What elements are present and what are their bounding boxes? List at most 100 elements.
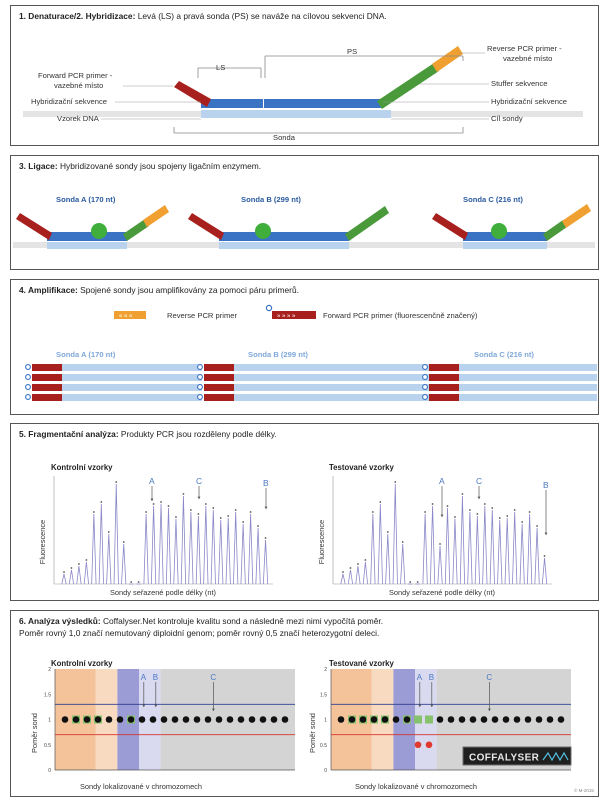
peak-label-mark [454, 516, 456, 518]
peak-label-mark [160, 501, 162, 503]
electropherograms: Kontrolní vzorky Testované vzorky Fluore… [38, 463, 552, 597]
svg-text:» » » »: » » » » [277, 314, 296, 320]
svg-text:« « «: « « « [119, 314, 133, 320]
ratio-point [524, 716, 532, 723]
panel-subtitle: Poměr rovný 1,0 značí nemutovaný diploid… [19, 628, 380, 638]
fwd-primer-segment [429, 384, 459, 391]
peak-label-mark [264, 537, 267, 539]
peak-label-mark [543, 555, 546, 557]
peak-label-mark [521, 521, 524, 523]
left-ylabel: Fluorescence [38, 520, 47, 564]
fwd-primer-segment [204, 364, 234, 371]
fwd-primer-segment [32, 374, 62, 381]
ratio-point-square [414, 715, 422, 724]
ligase-icon [491, 223, 507, 239]
ratio-point [248, 716, 256, 723]
ratio-point [502, 716, 510, 723]
ratio-point [546, 716, 554, 723]
ratio-point [436, 716, 444, 723]
y-tick-label: 2 [324, 667, 327, 673]
ratio-point [116, 716, 124, 723]
peak [519, 523, 525, 585]
ratio-point [61, 716, 69, 723]
amplicon-strand [62, 394, 202, 401]
y-tick-label: 1.5 [320, 692, 327, 698]
ligase-icon [91, 223, 107, 239]
peak-label-mark [242, 521, 245, 523]
ligation-diagram: Sonda A (170 nt) Sonda B (299 nt) Sonda … [13, 195, 595, 249]
peak-label-mark [92, 511, 95, 513]
right-peaks [340, 481, 548, 585]
peak-label-mark [349, 567, 352, 569]
ratio-point [204, 716, 212, 723]
fwd-primer-label-1: Forward PCR primer - [38, 71, 113, 80]
peak-label-mark [371, 511, 374, 513]
fluor-tag-icon [422, 364, 428, 370]
peak-label-mark [394, 481, 397, 483]
peak-label-mark [446, 505, 449, 507]
fluor-tag-icon [197, 384, 203, 390]
ratio-point [370, 716, 378, 723]
fluor-tag-icon [422, 374, 428, 380]
ratio-point [270, 716, 278, 723]
peak-label-mark [386, 531, 389, 533]
peak [91, 513, 97, 585]
peak-label-mark [122, 541, 125, 543]
marker-b-left: B [263, 478, 269, 488]
fwd-primer-legend-swatch [272, 311, 316, 319]
fluor-tag-icon [25, 384, 31, 390]
ratio-point [72, 716, 80, 723]
peak-label-mark [424, 511, 427, 513]
peak [158, 503, 164, 585]
peak-label-mark [401, 541, 404, 543]
panel-ligation: 3. Ligace: Hybridizované sondy jsou spoj… [10, 155, 599, 270]
peak [195, 515, 201, 585]
ratio-point-square [425, 715, 433, 724]
peak [188, 511, 194, 585]
peak [76, 565, 82, 585]
peak-label-mark [491, 507, 494, 509]
ratio-point [447, 716, 455, 723]
peak-label-mark [130, 581, 133, 583]
peak [527, 513, 533, 585]
peak-label-mark [379, 501, 382, 503]
fwd-primer-segment [32, 364, 62, 371]
peak [255, 527, 261, 585]
peak [400, 543, 406, 585]
panel-amplification: 4. Amplifikace: Spojené sondy jsou ampli… [10, 279, 599, 415]
peak [143, 513, 149, 585]
peak [467, 511, 473, 585]
peak [240, 523, 246, 585]
hyb-seq-right-label: Hybridizační sekvence [491, 97, 567, 106]
ratio-point [237, 716, 245, 723]
peak [150, 505, 157, 585]
peak-label-mark [70, 567, 73, 569]
peak [437, 545, 443, 585]
y-tick-label: 0.5 [320, 743, 327, 749]
probe-marker: B [429, 673, 434, 682]
left-xlabel: Sondy seřazené podle délky (nt) [110, 588, 216, 597]
peak [459, 495, 466, 585]
peak-label-mark [197, 513, 200, 515]
ligated-probe-b [188, 206, 389, 249]
amplicon-strand [62, 364, 202, 371]
peak-label-mark [431, 503, 434, 505]
y-tick-label: 0 [324, 768, 327, 774]
ratio-point [480, 716, 488, 723]
ratio-point [381, 716, 389, 723]
amplified-strands [25, 364, 597, 401]
ligase-icon [255, 223, 271, 239]
right-chart-title: Testované vzorky [329, 463, 395, 472]
peak [203, 505, 209, 585]
peak-label-mark [152, 503, 155, 505]
peak [504, 517, 510, 585]
probe-marker: A [141, 673, 147, 682]
right-ratio-xlabel: Sondy lokalizované v chromozomech [355, 782, 477, 791]
peak-label-mark [439, 543, 441, 545]
peak [444, 507, 451, 585]
peak-label-mark [409, 581, 412, 583]
right-ratio-title: Testované vzorky [329, 659, 395, 668]
panel-hybridization: 1. Denaturace/2. Hybridizace: Levá (LS) … [10, 5, 599, 146]
ratio-point [348, 716, 356, 723]
